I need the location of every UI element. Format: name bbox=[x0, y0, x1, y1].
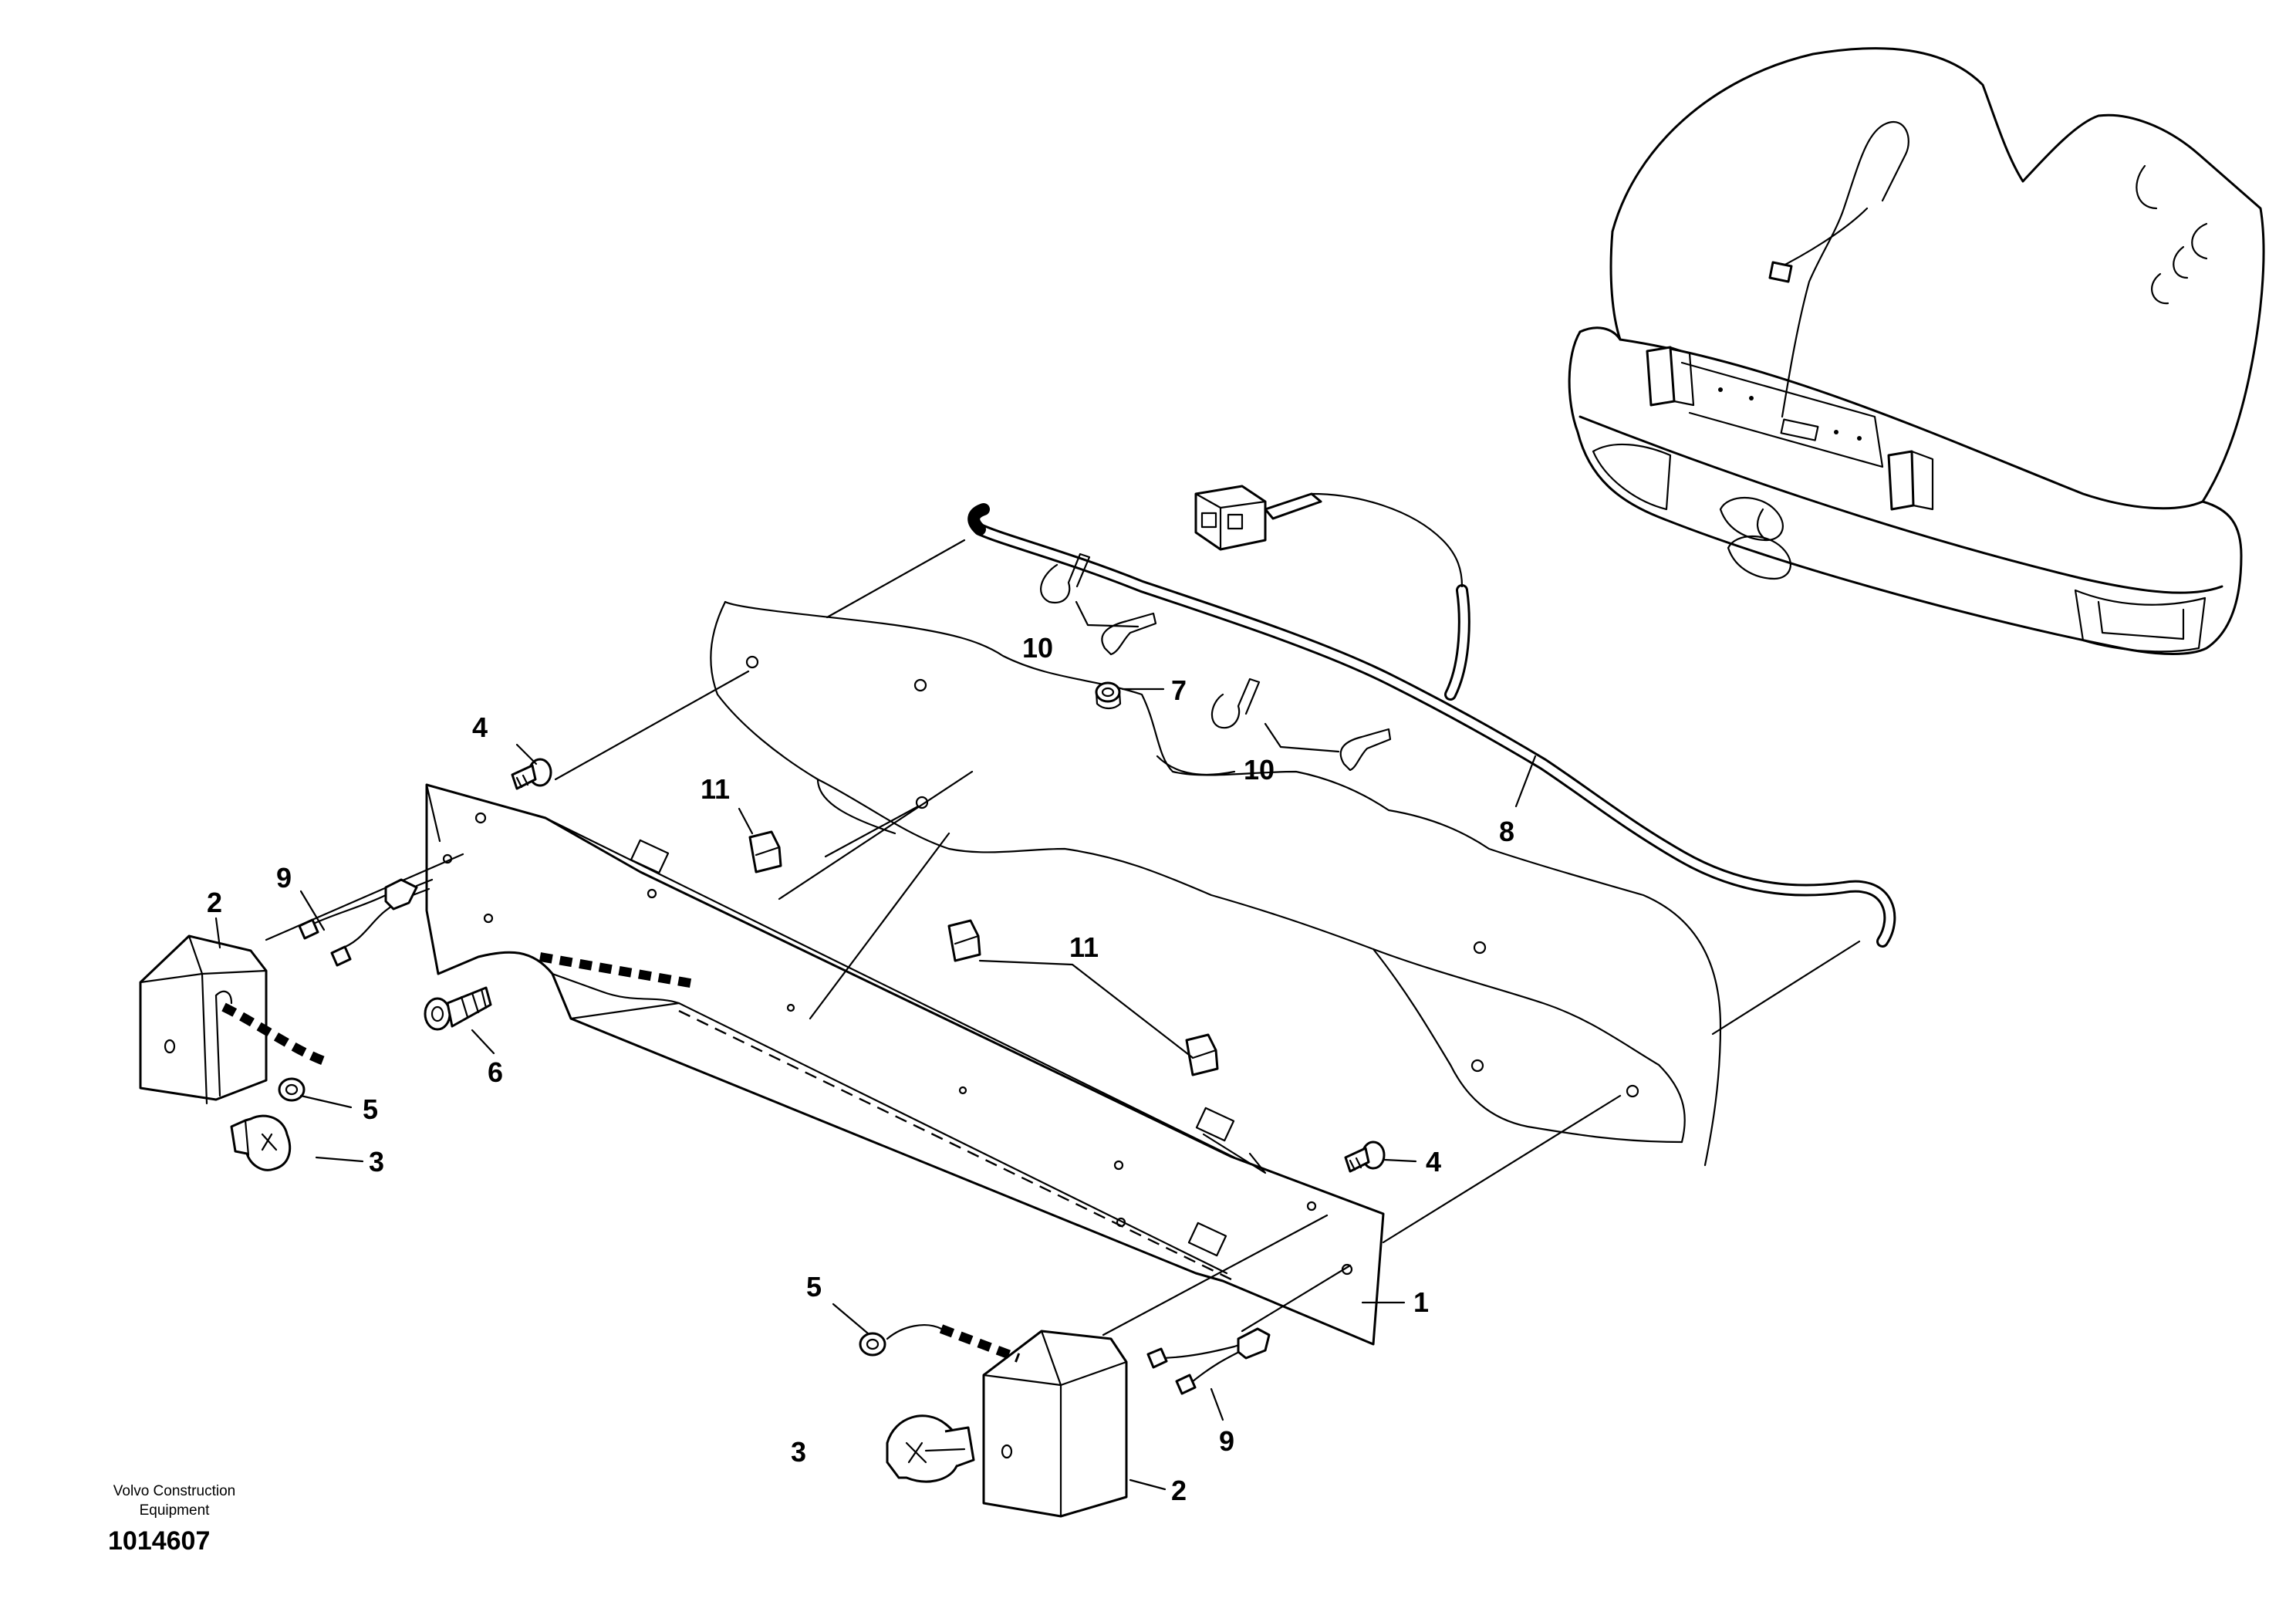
right-lamp-housing bbox=[982, 1330, 1128, 1518]
callout-10-top: 10 bbox=[1022, 632, 1053, 664]
right-bulb bbox=[886, 1414, 975, 1483]
callout-7: 7 bbox=[1171, 674, 1187, 706]
brand-label: Volvo Construction Equipment bbox=[74, 1482, 275, 1520]
callout-9-left: 9 bbox=[276, 862, 292, 894]
callout-5-right: 5 bbox=[806, 1271, 822, 1303]
callout-labels: 1 2 2 3 3 4 4 5 5 6 7 8 9 9 10 10 11 11 bbox=[207, 632, 1514, 1506]
callout-11-bottom: 11 bbox=[1069, 931, 1099, 963]
callout-4-left: 4 bbox=[472, 711, 488, 743]
right-nut bbox=[859, 1324, 1021, 1363]
left-nut bbox=[278, 1077, 306, 1102]
callout-10-bottom: 10 bbox=[1244, 754, 1275, 786]
right-wire-connector bbox=[1146, 1327, 1271, 1395]
rear-panel bbox=[710, 600, 1722, 1167]
callout-4-right: 4 bbox=[1426, 1146, 1441, 1178]
callout-2-right: 2 bbox=[1171, 1475, 1187, 1506]
callout-3-right: 3 bbox=[791, 1436, 806, 1468]
cable-harness bbox=[967, 485, 1896, 948]
mounting-rail bbox=[425, 783, 1385, 1346]
panel-clips bbox=[748, 830, 1219, 1076]
drawing-number: 1014607 bbox=[108, 1526, 211, 1556]
callout-8: 8 bbox=[1499, 816, 1514, 847]
alignment-lines bbox=[265, 539, 1861, 1336]
callout-9-right: 9 bbox=[1219, 1425, 1234, 1457]
machine-rear-view bbox=[1568, 47, 2265, 655]
brand-line-2: Equipment bbox=[139, 1502, 210, 1519]
callout-2-left: 2 bbox=[207, 887, 222, 918]
callout-5-left: 5 bbox=[363, 1093, 378, 1125]
brand-line-1: Volvo Construction bbox=[113, 1483, 236, 1499]
bolt bbox=[424, 986, 492, 1031]
screws bbox=[511, 758, 1386, 1173]
callout-leaders bbox=[214, 600, 1537, 1491]
callout-6: 6 bbox=[488, 1056, 503, 1088]
grommet bbox=[1095, 681, 1122, 710]
left-bulb bbox=[230, 1114, 292, 1171]
left-wire-connector bbox=[298, 878, 434, 967]
callout-3-left: 3 bbox=[369, 1146, 384, 1178]
left-lamp-housing bbox=[139, 934, 326, 1105]
callout-11-top: 11 bbox=[701, 773, 730, 805]
cable-ties bbox=[1040, 552, 1392, 772]
callout-1: 1 bbox=[1413, 1286, 1429, 1318]
